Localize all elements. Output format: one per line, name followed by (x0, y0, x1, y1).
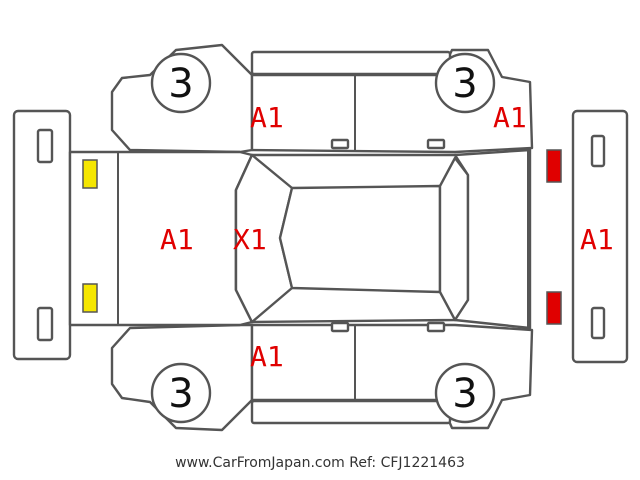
code-rear-quarter-right: A1 (493, 101, 527, 134)
cabin (234, 153, 470, 324)
rear-window (438, 156, 470, 322)
rear-deck (453, 148, 532, 330)
code-hood: A1 (160, 223, 194, 256)
front-lamp-top (82, 159, 98, 189)
code-rear-bumper: A1 (580, 223, 614, 256)
roof (278, 184, 442, 294)
tire-rear-right-number: 3 (452, 371, 477, 417)
tire-front-right-number: 3 (168, 371, 193, 417)
wheel-rear-left: 3 (434, 52, 496, 114)
right-side-rail (250, 399, 452, 425)
front-lamp-bottom (82, 283, 98, 313)
tire-rear-left-number: 3 (452, 61, 477, 107)
rear-lamp-top (546, 149, 562, 183)
code-right-door-front: A1 (250, 340, 284, 373)
wheel-front-right: 3 (150, 362, 212, 424)
front-bumper (12, 109, 72, 361)
watermark-ref: www.CarFromJapan.com Ref: CFJ1221463 (175, 455, 465, 471)
code-left-door-front: A1 (250, 101, 284, 134)
left-side-panel (110, 43, 534, 154)
wheel-rear-right: 3 (434, 362, 496, 424)
tire-front-left-number: 3 (168, 61, 193, 107)
rear-lamp-bottom (546, 291, 562, 325)
left-side-rail (250, 50, 452, 76)
code-roof: X1 (233, 223, 267, 256)
wheel-front-left: 3 (150, 52, 212, 114)
rear-bumper (571, 109, 629, 364)
